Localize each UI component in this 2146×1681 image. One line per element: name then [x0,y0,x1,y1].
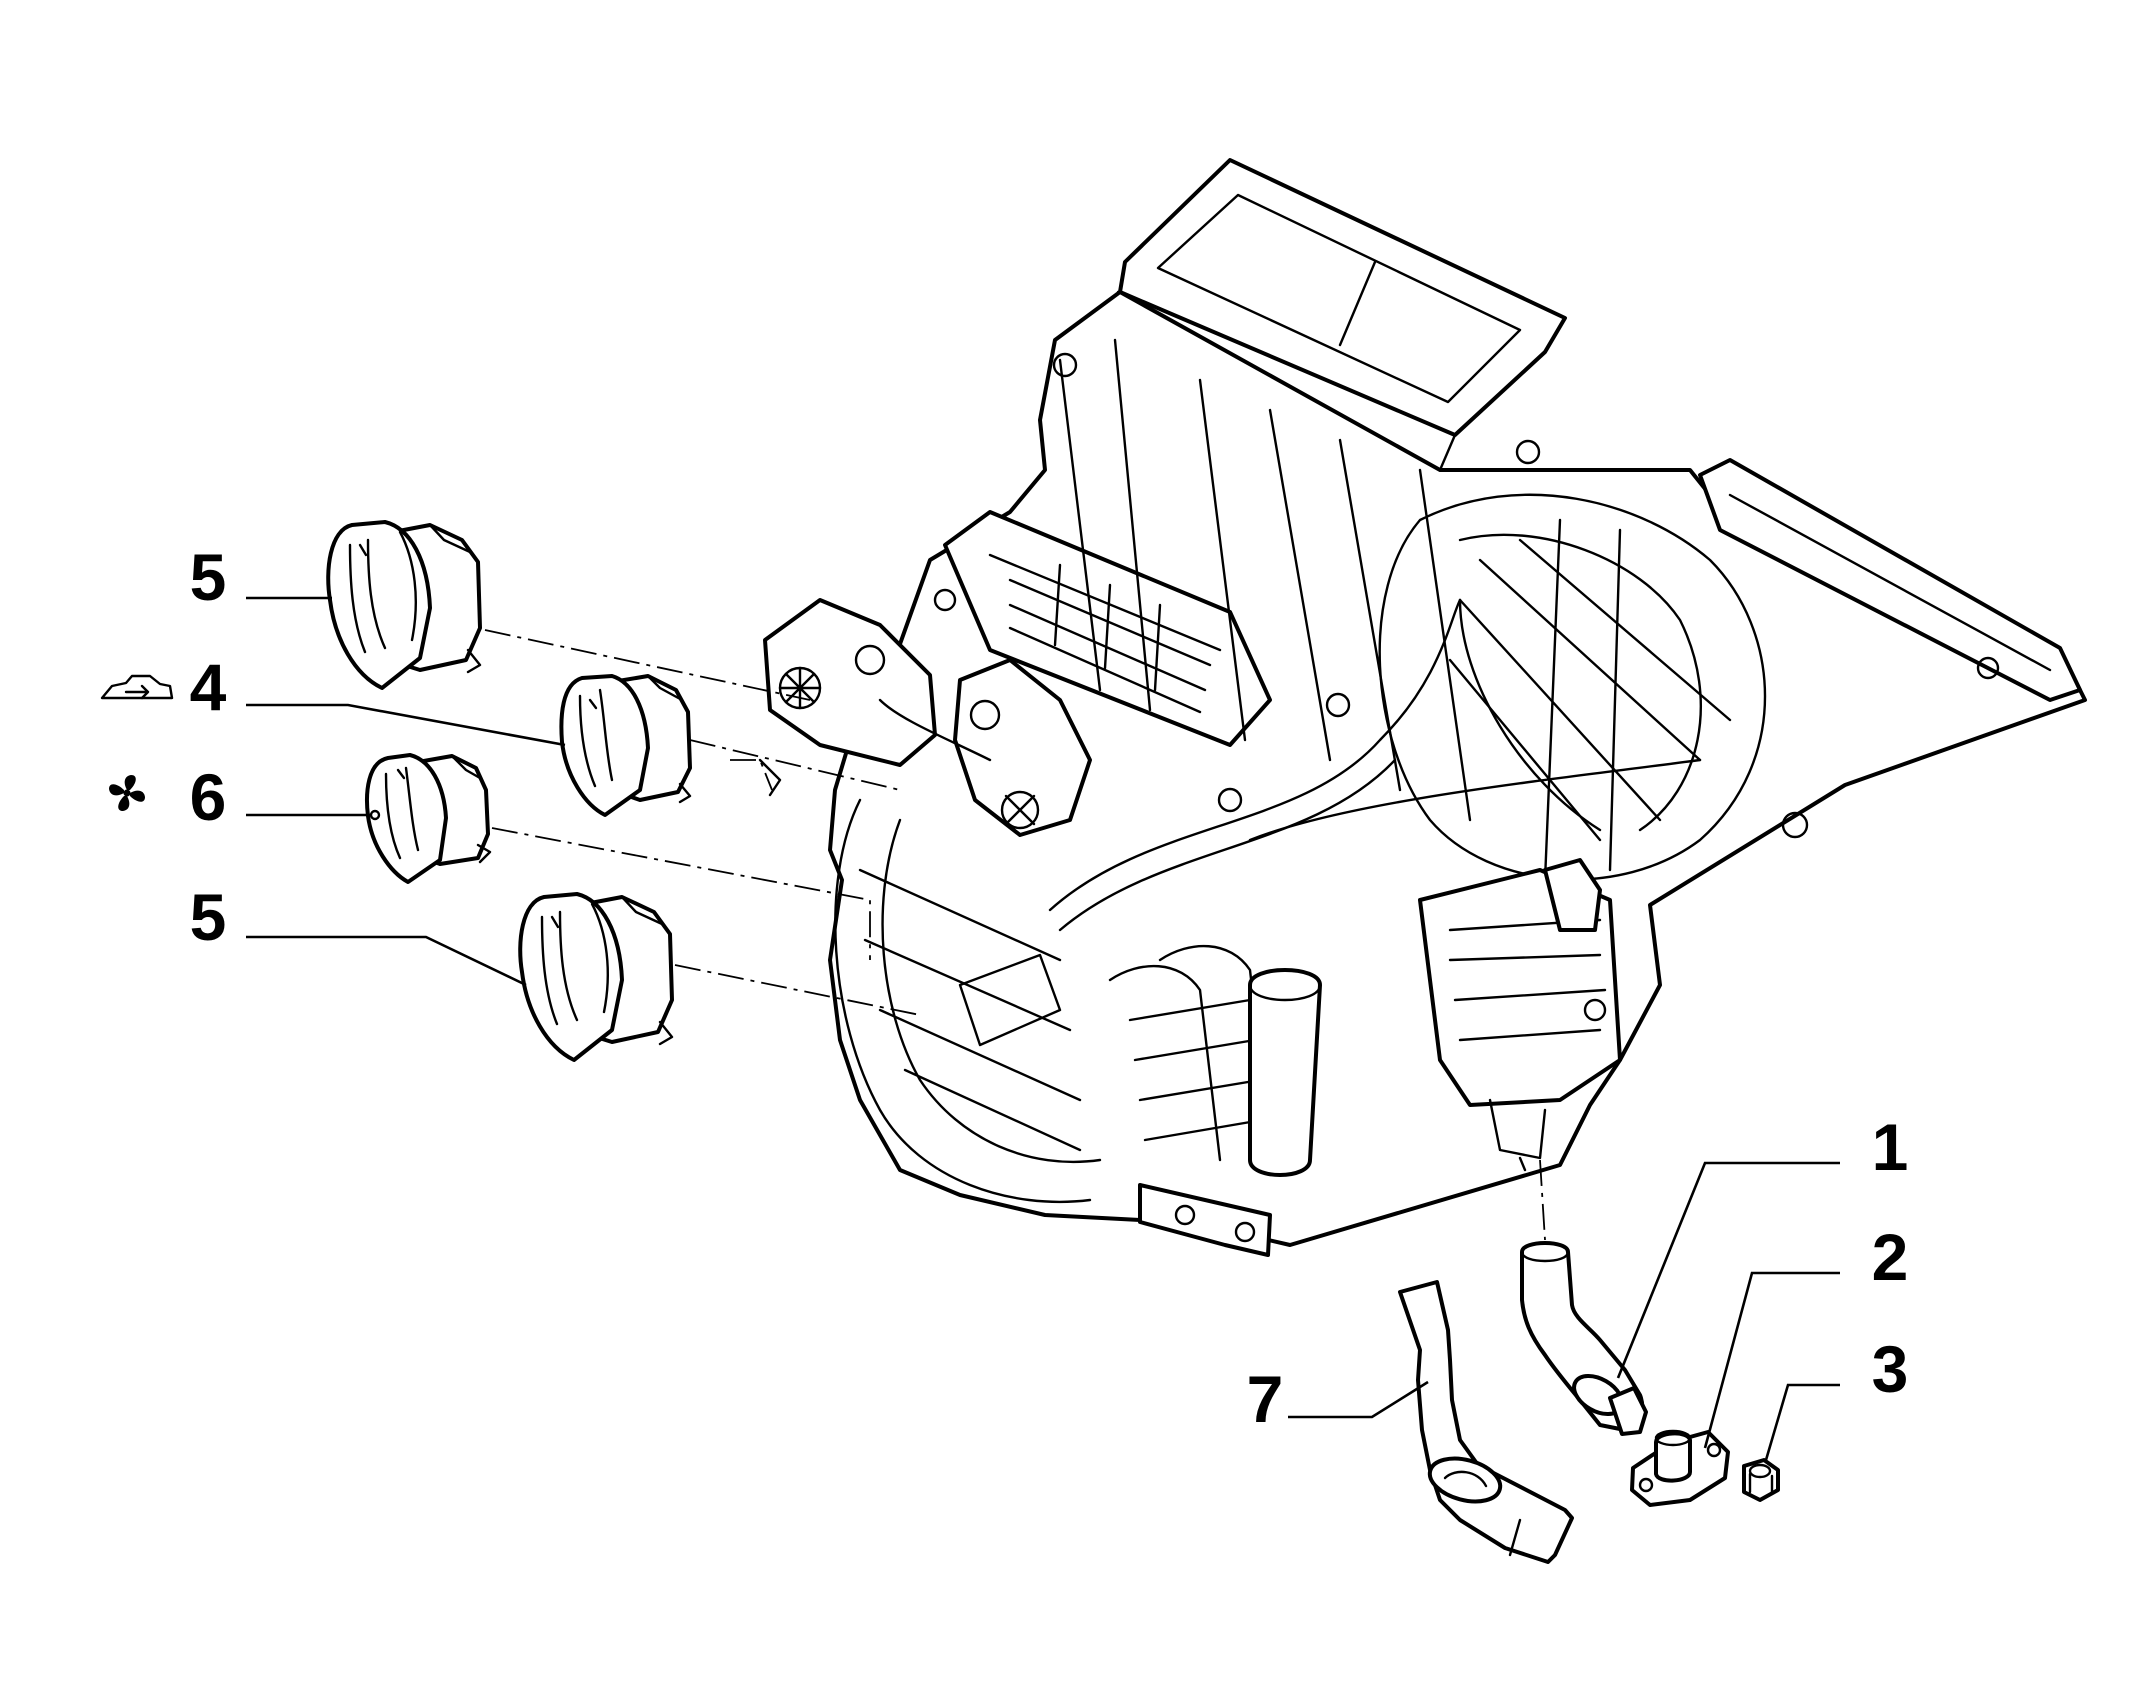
control-knob-part-4 [559,674,692,817]
callout-5-lower: 5 [190,880,227,954]
alignment-lines [484,629,1546,1241]
callout-1: 1 [1872,1110,1909,1184]
nut-part-3 [1742,1458,1780,1502]
fan-icon [109,775,145,811]
leader-lines [246,596,1840,1461]
flange-part-2 [1630,1429,1730,1507]
pipe-part-7 [1398,1280,1574,1564]
callout-6: 6 [190,760,227,834]
control-knob-part-5-lower [518,892,674,1062]
callout-5-upper: 5 [190,540,227,614]
heater-housing-assembly [758,158,2087,1257]
callout-3: 3 [1872,1332,1909,1406]
callout-7: 7 [1247,1362,1284,1436]
car-air-recirculation-icon [100,674,174,700]
callout-2: 2 [1872,1220,1909,1294]
control-knob-part-5-upper [326,520,482,690]
control-knob-part-6 [365,753,492,884]
callout-4: 4 [190,650,227,724]
pipe-part-1 [1520,1241,1648,1436]
